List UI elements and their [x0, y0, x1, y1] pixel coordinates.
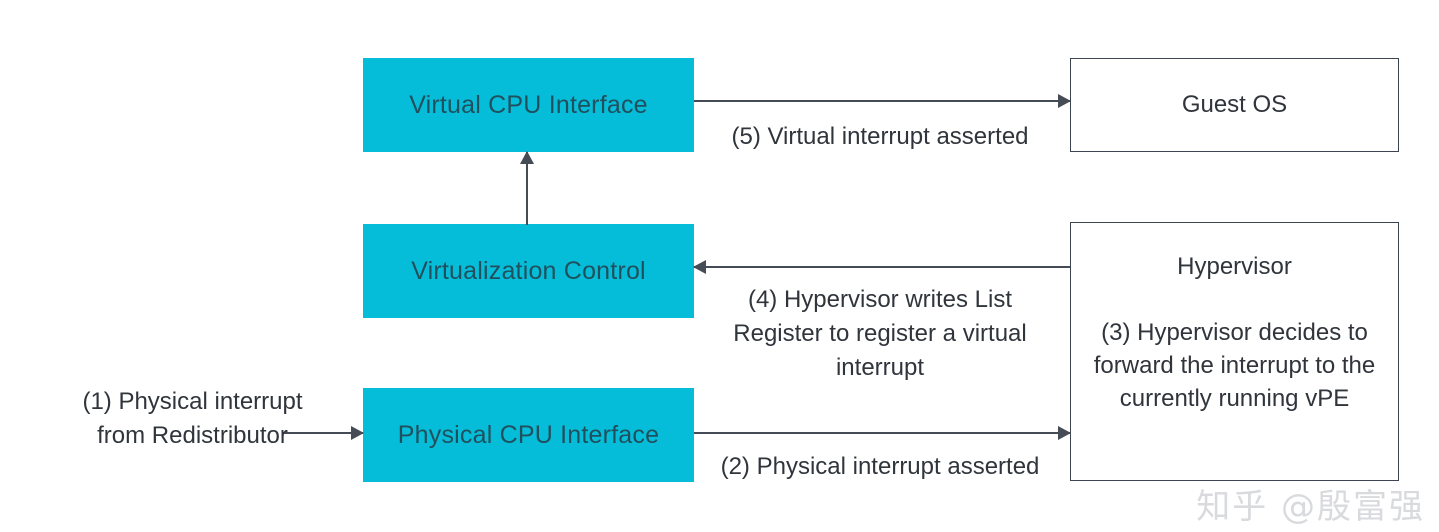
arrowhead-right-icon: [1058, 94, 1071, 108]
block-physical-cpu-interface: Physical CPU Interface: [363, 388, 694, 482]
arrowhead-up-icon: [519, 151, 534, 164]
block-hypervisor: Hypervisor (3) Hypervisor decides to for…: [1070, 222, 1399, 481]
arrowhead-left-icon: [693, 260, 706, 274]
block-hypervisor-title: Hypervisor: [1177, 253, 1292, 280]
arrow-virtualization-control-to-virtual-cpu: [519, 151, 534, 225]
arrow-virtual-cpu-to-guest-os: [694, 94, 1071, 108]
block-virtualization-control-label: Virtualization Control: [411, 256, 646, 285]
label-step5: (5) Virtual interrupt asserted: [731, 123, 1029, 150]
watermark: 知乎 @殷富强: [1196, 487, 1425, 527]
arrowhead-right-icon: [1058, 426, 1071, 440]
arrow-hypervisor-to-virtualization-control: [693, 260, 1070, 274]
block-guest-os-label: Guest OS: [1181, 90, 1288, 118]
arrow-physical-cpu-to-hypervisor: [694, 426, 1071, 440]
arrow-redistributor-to-physical-cpu: [283, 426, 364, 440]
block-physical-cpu-interface-label: Physical CPU Interface: [397, 420, 660, 449]
block-hypervisor-step3-text: (3) Hypervisor decides to forward the in…: [1093, 318, 1376, 413]
label-step4: (4) Hypervisor writes List Register to r…: [733, 286, 1027, 382]
block-virtual-cpu-interface-label: Virtual CPU Interface: [409, 90, 648, 119]
label-step2: (2) Physical interrupt asserted: [720, 453, 1040, 480]
arrowhead-right-icon: [351, 426, 364, 440]
block-virtual-cpu-interface: Virtual CPU Interface: [363, 58, 694, 152]
block-virtualization-control: Virtualization Control: [363, 224, 694, 318]
label-step1: (1) Physical interrupt from Redistributo…: [82, 388, 303, 450]
block-guest-os: Guest OS: [1070, 58, 1399, 152]
